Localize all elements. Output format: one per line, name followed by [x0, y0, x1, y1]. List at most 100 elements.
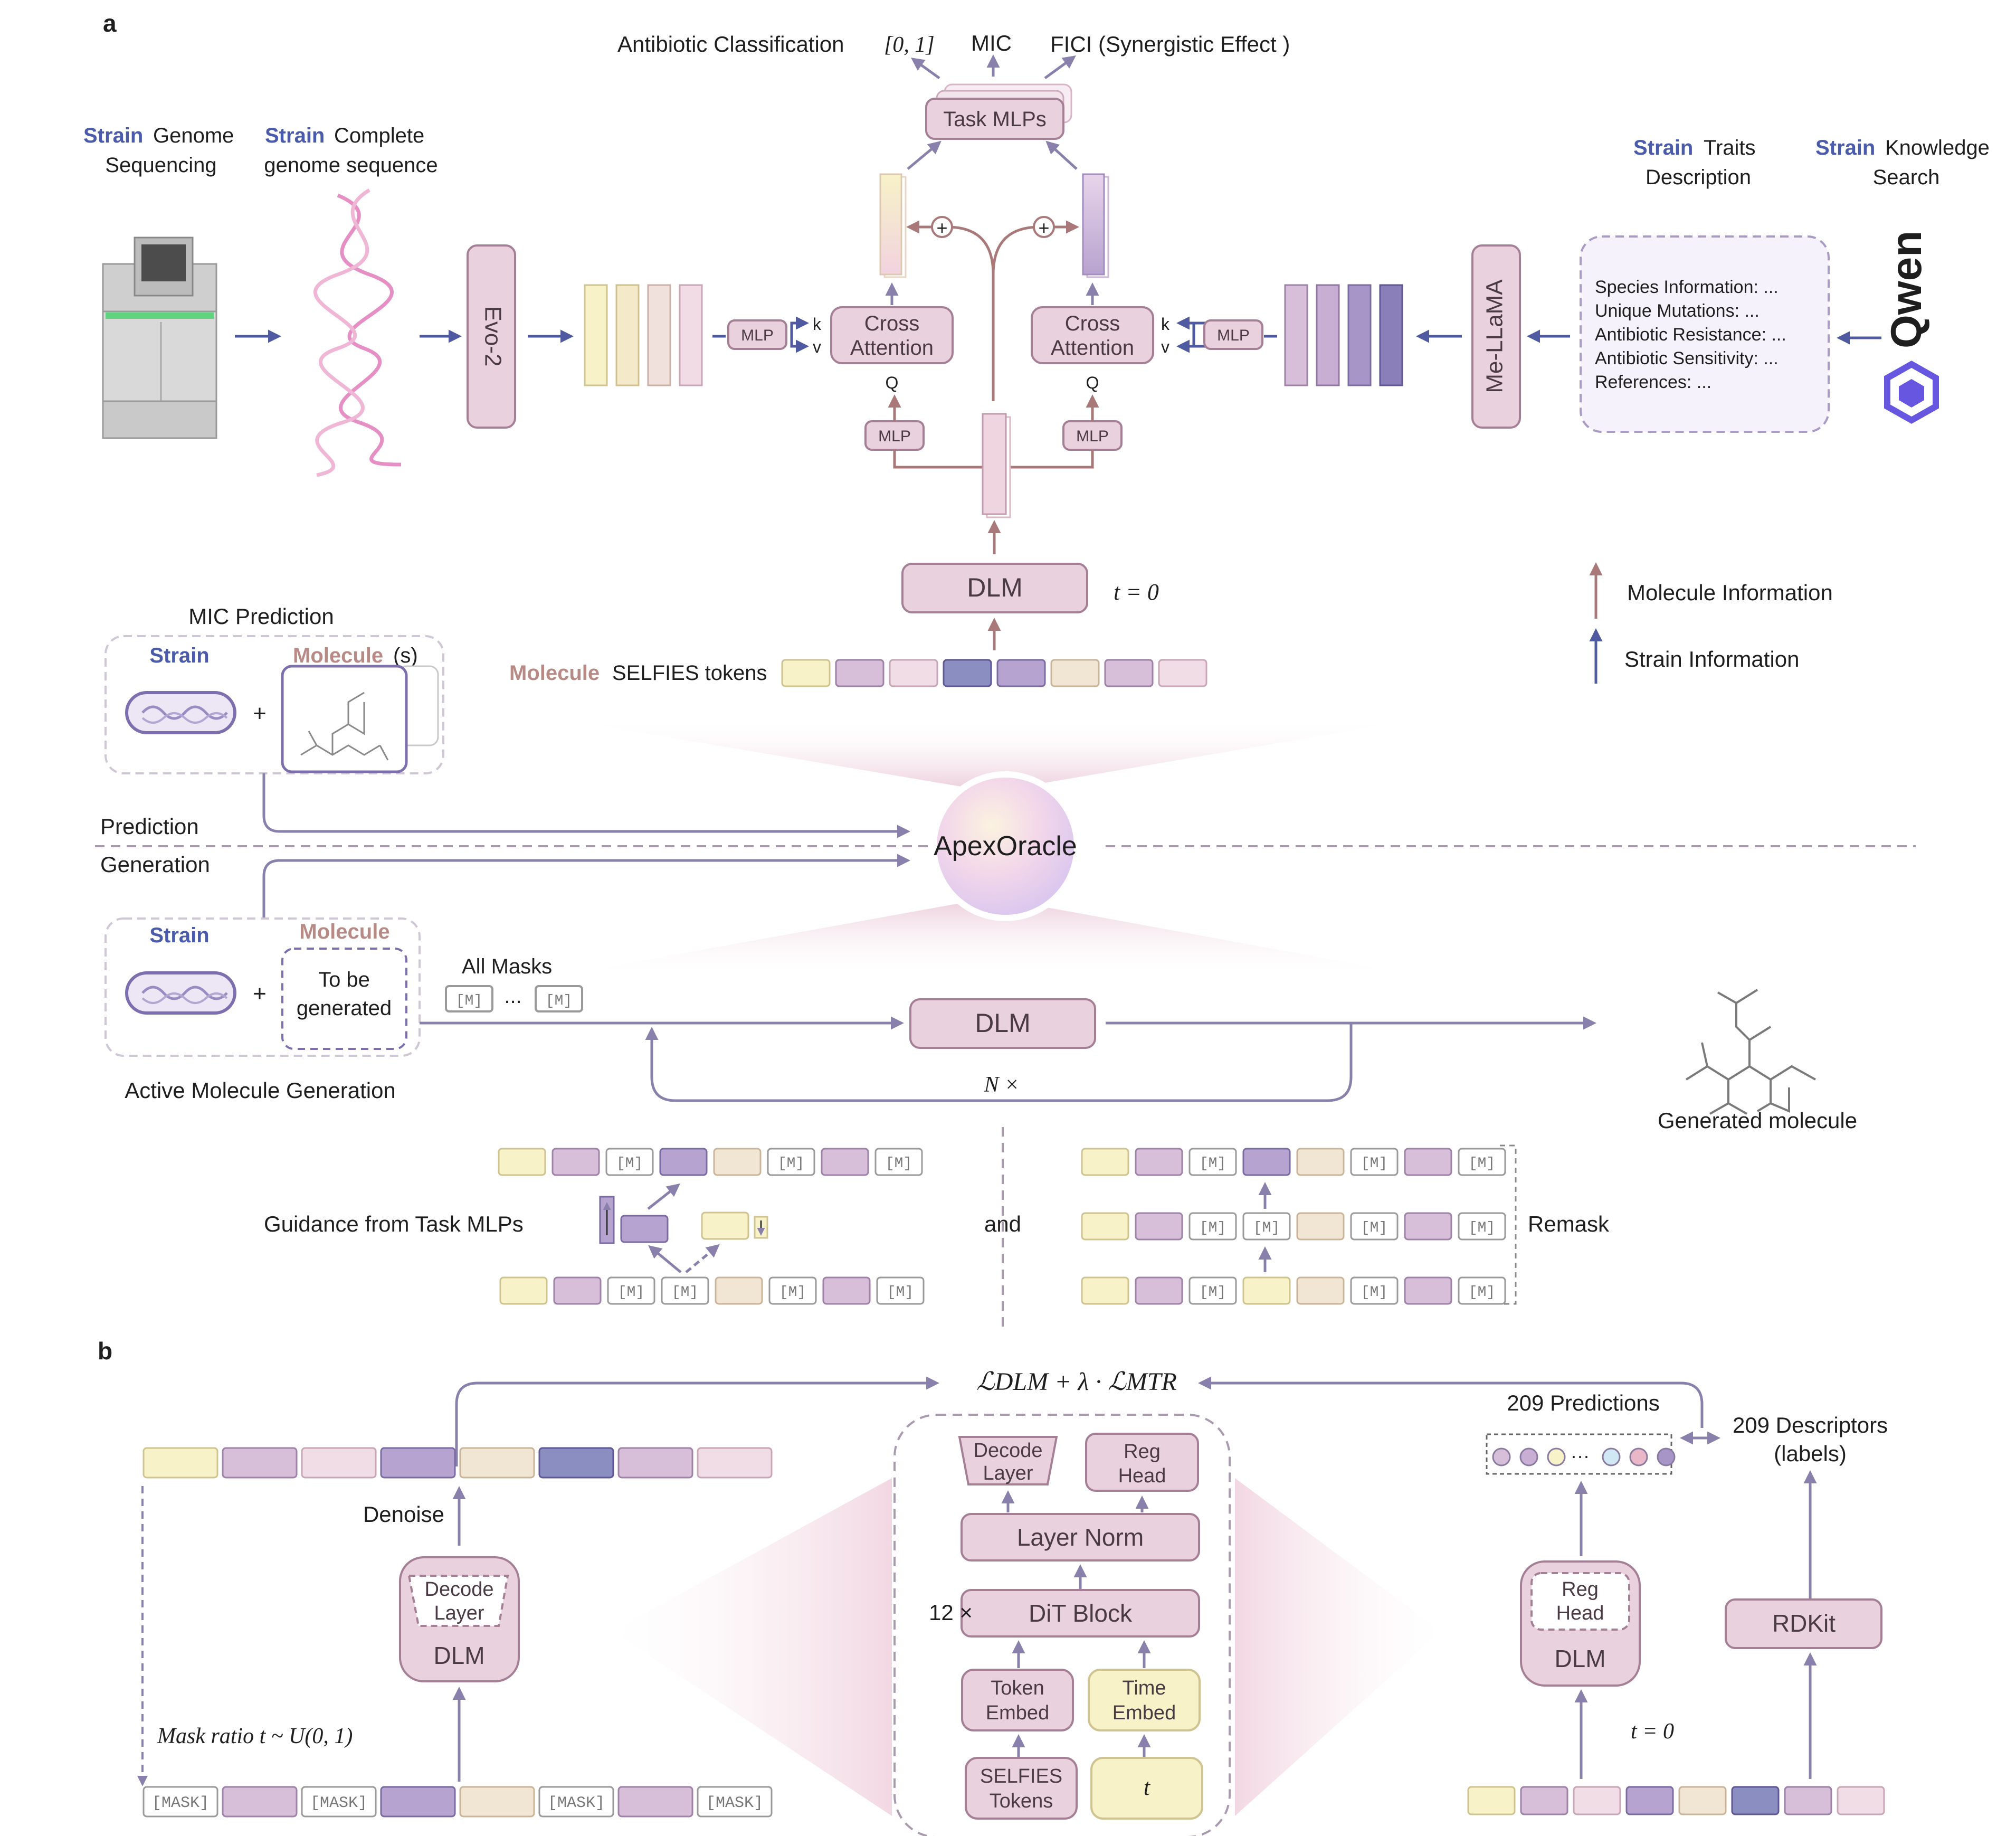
task-mlps-label: Task MLPs	[943, 108, 1047, 131]
gen-molecule-word: Molecule	[299, 920, 389, 943]
arrow-mic-to-apex	[262, 773, 910, 838]
selfies-token	[1731, 1786, 1780, 1815]
decode-layer-inner	[407, 1575, 509, 1627]
mask-token	[876, 1276, 925, 1305]
t-zero-b: t = 0	[1631, 1719, 1674, 1744]
strain-info-line: Unique Mutations: ...	[1595, 301, 1760, 321]
selfies-token	[222, 1447, 298, 1479]
prediction-dot	[1547, 1447, 1566, 1466]
arrow-gen-to-apex	[262, 854, 910, 919]
selfies-token	[1158, 659, 1207, 687]
selfies-token	[659, 1148, 708, 1176]
cross-attention-right-line2: Attention	[1051, 336, 1134, 359]
arrow-left-to-task	[907, 140, 942, 170]
selfies-token	[1296, 1276, 1345, 1305]
iteration-loop	[645, 1023, 1353, 1102]
selfies-token-row-top	[781, 659, 1207, 687]
selfies-token	[498, 1148, 546, 1176]
generation-card	[104, 917, 421, 1057]
prediction-dot	[1657, 1447, 1676, 1466]
apex-label: ApexOracle	[934, 831, 1077, 862]
mic-molecules-suffix: (s)	[393, 644, 418, 667]
kv-branch-left	[790, 321, 805, 348]
strain-word-knowledge: Strain	[1815, 136, 1875, 159]
time-embed-box	[1088, 1669, 1201, 1731]
mic-prediction-card	[104, 635, 444, 774]
mask-token	[538, 1786, 614, 1818]
dlm-top-label: DLM	[967, 573, 1023, 602]
selfies-token	[1520, 1786, 1568, 1815]
knowledge-line2: Search	[1873, 166, 1940, 189]
remask-bracket	[1500, 1144, 1517, 1305]
t-zero-top: t = 0	[1114, 579, 1159, 605]
descriptors-line2: (labels)	[1774, 1441, 1847, 1466]
reg-head-inner	[1530, 1572, 1630, 1631]
predictions-bracket	[1486, 1433, 1672, 1475]
reg-head-box	[1085, 1433, 1199, 1492]
legend-strain-text: Strain Information	[1624, 647, 1800, 671]
dlm-left-b-label: DLM	[433, 1642, 484, 1669]
cross-attention-right	[1031, 306, 1154, 364]
selfies-token	[697, 1447, 773, 1479]
mask-token	[1242, 1212, 1291, 1241]
fan-down-apex	[554, 897, 1425, 977]
selfies-token	[1135, 1276, 1183, 1305]
mic-prediction-title: MIC Prediction	[188, 604, 334, 629]
dit-block-box	[961, 1589, 1200, 1638]
fan-up-apex	[554, 718, 1425, 792]
mask-token-text: [M]	[1469, 1220, 1495, 1236]
mask-token-text: [M]	[1253, 1220, 1280, 1236]
decode-line2: Layer	[983, 1462, 1033, 1484]
time-embed-line1: Time	[1122, 1677, 1166, 1699]
selfies-token	[553, 1276, 602, 1305]
selfies-token	[380, 1786, 456, 1818]
prediction-dot	[1602, 1447, 1621, 1466]
mask-token-text: [MASK]	[152, 1794, 209, 1812]
t-input-label: t	[1144, 1774, 1151, 1800]
bacterium-icon-mic	[125, 691, 236, 734]
selfies-token	[1135, 1212, 1183, 1241]
selfies-token	[301, 1447, 377, 1479]
reg-inner-line1: Reg	[1562, 1578, 1599, 1601]
mask-token-text: [M]	[1361, 1220, 1387, 1236]
twelve-times-label: 12 ×	[929, 1600, 973, 1625]
add-node-left	[931, 216, 953, 238]
t-input-box	[1090, 1757, 1203, 1820]
selfies-token	[713, 1148, 762, 1176]
mask-token	[1350, 1148, 1399, 1176]
k-right: k	[1161, 315, 1170, 334]
sequencer-icon	[102, 236, 217, 439]
clean-token-row	[1467, 1786, 1885, 1815]
selfies-token	[1784, 1786, 1832, 1815]
dlm-gen-label: DLM	[975, 1008, 1031, 1038]
selfies-token	[499, 1276, 548, 1305]
selfies-token	[1296, 1212, 1345, 1241]
strain-word-complete: Strain	[265, 124, 325, 147]
mask-token-text: [M]	[778, 1156, 804, 1172]
selfies-token	[715, 1276, 763, 1305]
guide-gradient-down	[754, 1216, 768, 1239]
prediction-dot	[1492, 1447, 1511, 1466]
rdkit-box	[1725, 1598, 1882, 1649]
arrow-to-fici	[1044, 55, 1077, 80]
traits-line2: Description	[1646, 166, 1751, 189]
time-embed-line2: Embed	[1112, 1702, 1176, 1724]
residual-left-path	[906, 220, 995, 275]
selfies-token	[617, 1447, 693, 1479]
descriptors-line1: 209 Descriptors	[1733, 1413, 1888, 1437]
selfies-token	[222, 1786, 298, 1818]
mask-token	[142, 1786, 218, 1818]
to-be-line1: To be	[318, 968, 370, 991]
v-left: v	[813, 337, 821, 356]
architecture-frame	[893, 1414, 1231, 1836]
me-llama-label: Me-LLaMA	[1482, 279, 1508, 393]
all-masks-ellipsis: ...	[504, 985, 521, 1008]
mlp-strain-left	[727, 319, 787, 350]
selfies-token	[1404, 1212, 1452, 1241]
strain-word-genome: Strain	[83, 124, 143, 147]
add-node-right	[1033, 216, 1055, 238]
mask-token	[607, 1276, 655, 1305]
selfies-token	[459, 1786, 535, 1818]
guidance-label: Guidance from Task MLPs	[264, 1212, 524, 1236]
mask-token-text: [MASK]	[706, 1794, 763, 1812]
